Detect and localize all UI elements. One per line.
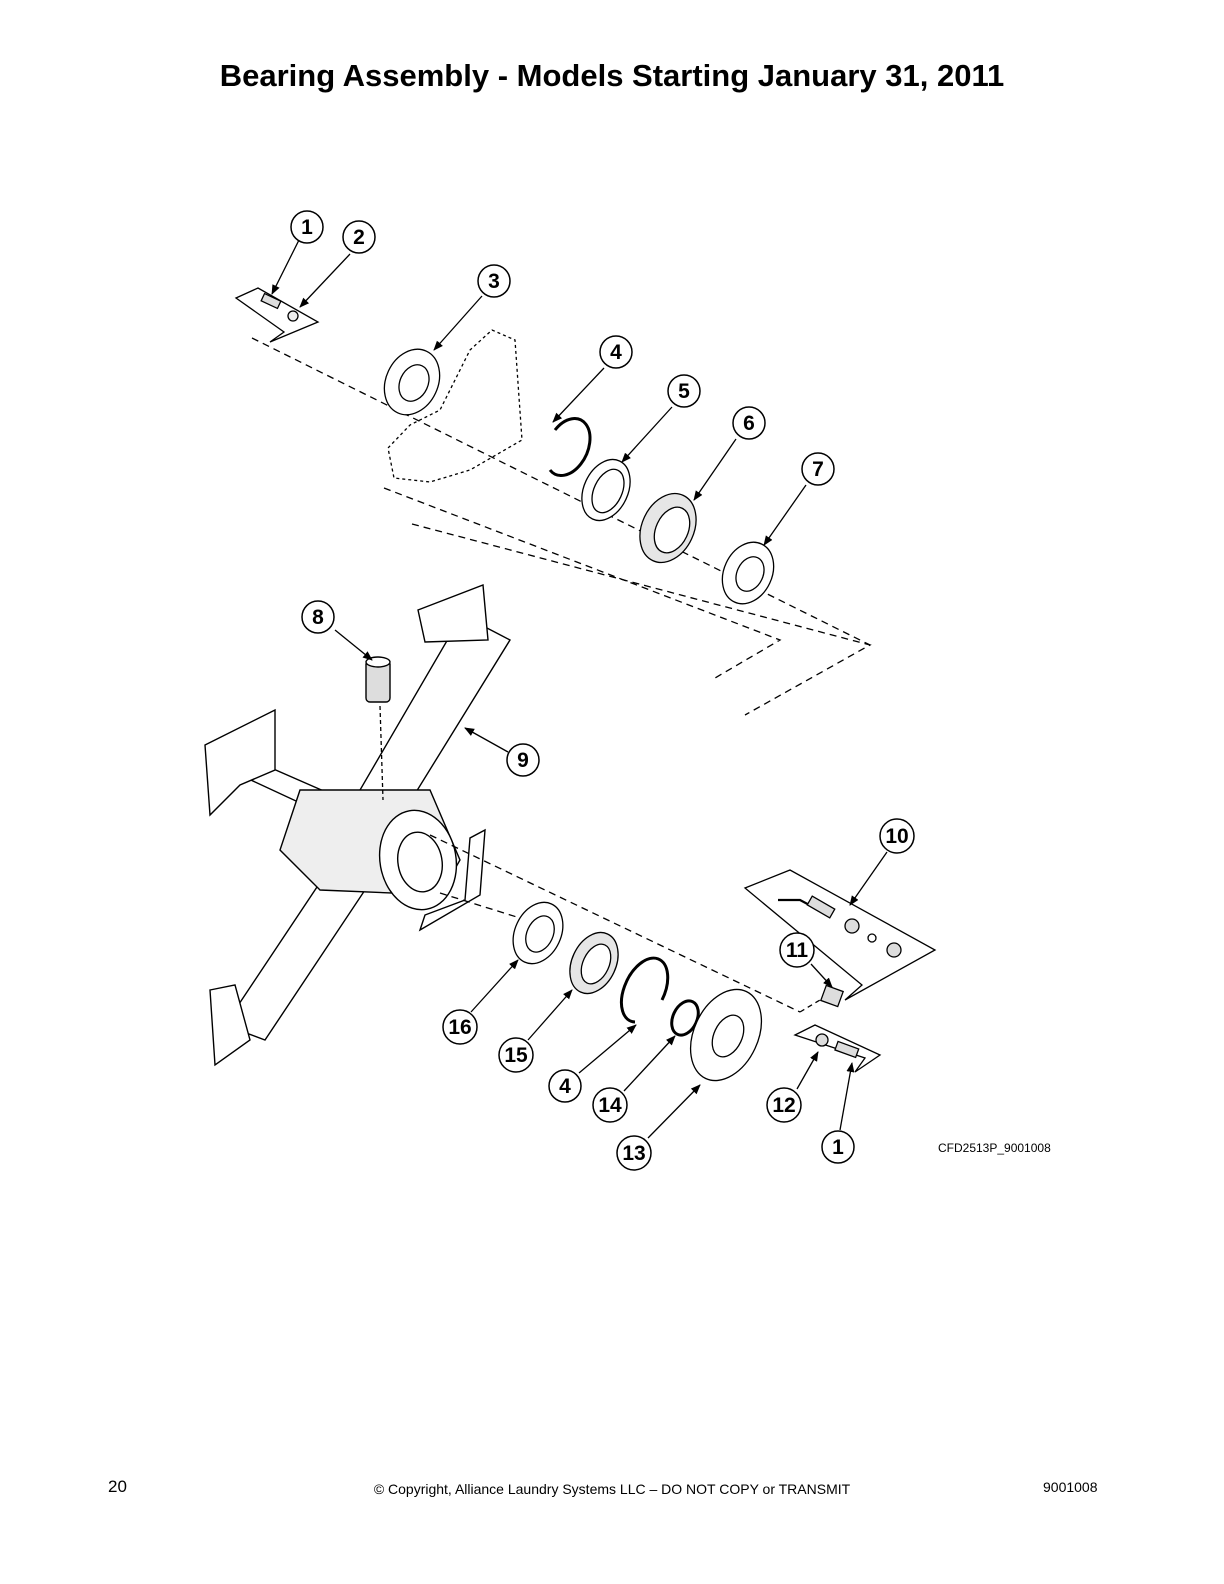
seal-lower-part: [512, 901, 564, 965]
callout-15: 15: [498, 1037, 534, 1073]
svg-text:8: 8: [312, 606, 324, 629]
svg-text:7: 7: [812, 458, 824, 481]
svg-text:1: 1: [832, 1136, 844, 1159]
housing-plate-outline: [387, 329, 523, 483]
callout-1: 1: [290, 210, 324, 244]
roller-bearing-part: [639, 492, 697, 564]
clip-part: [819, 984, 845, 1008]
seal-ring-part: [581, 458, 631, 522]
callout-2: 2: [342, 220, 376, 254]
svg-text:5: 5: [678, 380, 690, 403]
bolt-part: [260, 292, 282, 310]
upper-assembly: [234, 287, 872, 716]
flange-ring-part: [383, 348, 441, 416]
callout-16: 16: [442, 1009, 478, 1045]
document-number: 9001008: [1043, 1479, 1098, 1495]
svg-text:15: 15: [504, 1044, 528, 1067]
svg-text:4: 4: [610, 341, 622, 364]
svg-text:13: 13: [622, 1142, 645, 1165]
callout-11: 11: [779, 932, 815, 968]
svg-text:14: 14: [598, 1094, 622, 1117]
callout-7: 7: [801, 452, 835, 486]
svg-text:4: 4: [559, 1075, 571, 1098]
end-plate-part: [689, 988, 763, 1082]
callouts: 1 2 3 4 5 6 7 8 9 10 11 16 15 4 14 12 13…: [290, 210, 915, 1171]
callout-3: 3: [477, 264, 511, 298]
svg-text:9: 9: [517, 749, 529, 772]
copyright-notice: © Copyright, Alliance Laundry Systems LL…: [373, 1481, 851, 1497]
callout-13: 13: [616, 1135, 652, 1171]
callout-5: 5: [667, 374, 701, 408]
bolt-washer-bracket: [234, 287, 320, 343]
callout-1-lower: 1: [821, 1130, 855, 1164]
figure-code: CFD2513P_9001008: [938, 1141, 1051, 1155]
bearing-lower-part: [569, 931, 619, 995]
callout-14: 14: [592, 1087, 628, 1123]
snap-ring-part: [548, 417, 592, 477]
washer-part: [287, 310, 299, 322]
callout-9: 9: [506, 743, 540, 777]
svg-text:10: 10: [885, 825, 908, 848]
page-title: Bearing Assembly - Models Starting Janua…: [219, 58, 1005, 93]
svg-text:1: 1: [301, 216, 313, 239]
svg-text:6: 6: [743, 412, 755, 435]
spider-assembly: [204, 584, 511, 1067]
svg-text:3: 3: [488, 270, 500, 293]
spider-arm-lower: [223, 874, 367, 1041]
svg-text:12: 12: [772, 1094, 795, 1117]
callout-12: 12: [766, 1087, 802, 1123]
callout-8: 8: [301, 600, 335, 634]
callout-4-upper: 4: [599, 335, 633, 369]
callout-6: 6: [732, 406, 766, 440]
leader-lines: [271, 239, 888, 1139]
callout-4-lower: 4: [548, 1069, 582, 1103]
svg-text:2: 2: [353, 226, 365, 249]
spider-arm-upper: [359, 614, 511, 811]
page-number: 20: [108, 1477, 127, 1496]
svg-text:16: 16: [448, 1016, 471, 1039]
svg-text:11: 11: [786, 939, 809, 962]
hardware-kit-bracket: [743, 869, 937, 1001]
lower-parts: [379, 705, 937, 1082]
callout-10: 10: [879, 818, 915, 854]
snap-ring-lower-part: [619, 956, 670, 1024]
seal-part: [721, 541, 775, 605]
